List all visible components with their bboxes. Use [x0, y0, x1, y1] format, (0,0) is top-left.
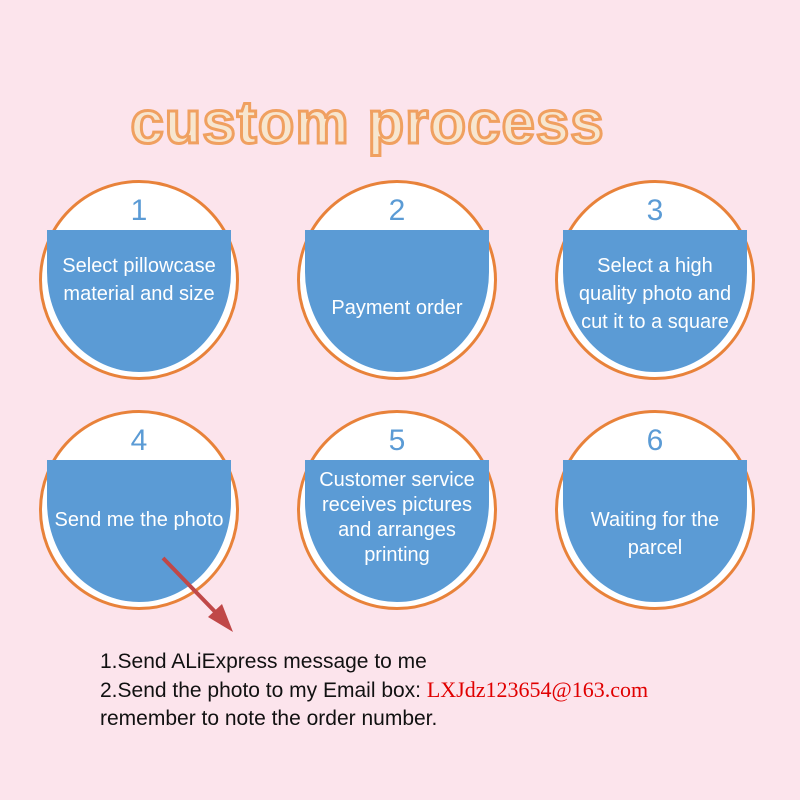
email-address: LXJdz123654@163.com [426, 677, 649, 702]
step-2: 2 Payment order [297, 180, 497, 380]
instruction-line-3: remember to note the order number. [100, 707, 438, 730]
step-3: 3 Select a high quality photo and cut it… [555, 180, 755, 380]
step-6: 6 Waiting for the parcel [555, 410, 755, 610]
step-number: 3 [646, 194, 664, 227]
step-number: 6 [646, 424, 664, 457]
step-number: 2 [388, 194, 406, 227]
instructions: 1.Send ALiExpress message to me 2.Send t… [100, 648, 648, 733]
step-4: 4 Send me the photo [39, 410, 239, 610]
step-label: Payment order [331, 297, 463, 319]
step-label: Select a high quality photo and cut it t… [578, 255, 732, 333]
instruction-line-1: 1.Send ALiExpress message to me [100, 650, 427, 673]
step-label: Waiting for the parcel [590, 509, 720, 559]
step-number: 5 [388, 424, 406, 457]
page-title: custom process [129, 88, 605, 158]
step-label: Send me the photo [54, 509, 224, 531]
step-5: 5 Customer service receives pictures and… [297, 410, 497, 610]
step-number: 4 [130, 424, 148, 457]
step-number: 1 [130, 194, 148, 227]
step-label: Customer service receives pictures and a… [319, 469, 475, 566]
instruction-line-2-text: 2.Send the photo to my Email box: [100, 679, 427, 702]
instruction-line-2: 2.Send the photo to my Email box: LXJdz1… [100, 676, 648, 705]
step-label: Select pillowcase material and size [62, 255, 216, 305]
step-1: 1 Select pillowcase material and size [39, 180, 239, 380]
